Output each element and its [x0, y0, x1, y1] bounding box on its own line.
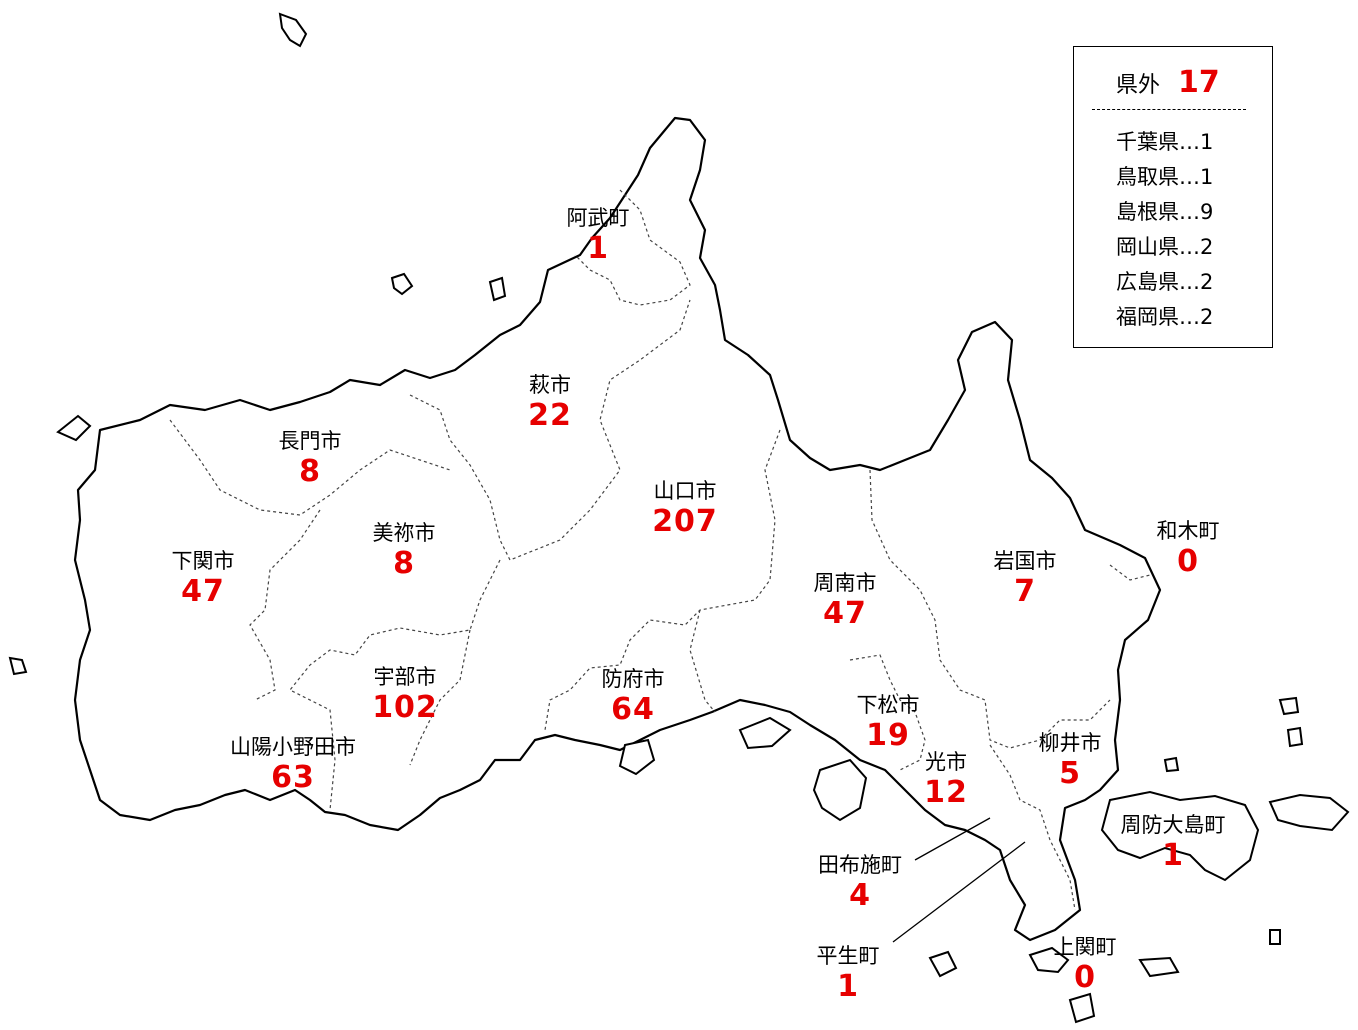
legend-item: 鳥取県…1	[1116, 165, 1214, 189]
island	[278, 12, 308, 48]
island	[1278, 696, 1300, 716]
municipal-boundary	[849, 654, 926, 771]
island	[488, 276, 507, 302]
island	[1286, 726, 1304, 748]
island	[1100, 790, 1260, 882]
island	[1068, 992, 1096, 1024]
legend-item: 岡山県…2	[1116, 235, 1214, 259]
island	[8, 656, 28, 676]
municipal-boundary	[409, 299, 691, 561]
legend-box: 県外 17 千葉県…1 鳥取県…1 島根県…9 岡山県…2 広島県…2 福岡県…2	[1073, 46, 1273, 348]
municipal-boundary	[689, 609, 716, 713]
legend-list: 千葉県…1 鳥取県…1 島根県…9 岡山県…2 広島県…2 福岡県…2	[1116, 125, 1213, 335]
legend-item: 広島県…2	[1116, 270, 1214, 294]
municipal-boundary	[989, 744, 1076, 911]
island	[56, 414, 92, 442]
municipal-boundary	[869, 469, 1111, 749]
island	[1138, 956, 1180, 978]
prefecture-outline	[73, 116, 1162, 942]
island	[738, 716, 792, 750]
municipal-boundary	[249, 509, 321, 701]
island	[618, 738, 656, 776]
municipal-boundary	[1109, 564, 1151, 581]
legend-title: 県外	[1116, 73, 1161, 98]
legend-item: 千葉県…1	[1116, 130, 1214, 154]
municipal-boundary	[574, 189, 691, 306]
legend-header: 県外 17	[1116, 65, 1220, 100]
municipal-boundary	[289, 559, 501, 811]
island	[812, 758, 868, 822]
leader-line-hirao	[892, 841, 1026, 943]
leader-line-tabuse	[914, 817, 991, 861]
legend-item: 島根県…9	[1116, 200, 1214, 224]
legend-total: 17	[1178, 65, 1220, 100]
municipal-boundary	[544, 429, 781, 731]
island	[1269, 929, 1281, 945]
legend-item: 福岡県…2	[1116, 305, 1214, 329]
legend-divider	[1092, 109, 1246, 110]
island	[1028, 946, 1070, 974]
island	[928, 950, 958, 978]
island	[1163, 756, 1180, 773]
municipal-boundary	[169, 419, 451, 516]
island	[1268, 793, 1350, 832]
island	[390, 272, 414, 296]
municipal-boundary	[409, 629, 471, 766]
